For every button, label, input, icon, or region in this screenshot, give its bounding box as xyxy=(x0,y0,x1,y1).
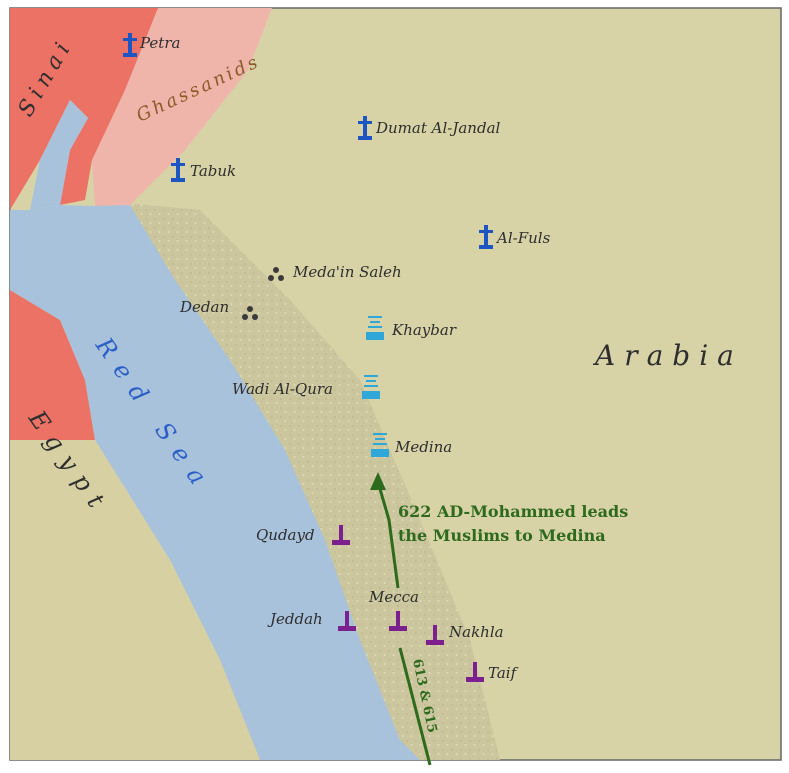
place-label-nakhla: Nakhla xyxy=(449,623,504,641)
region-arabia: Arabia xyxy=(592,339,743,372)
pagan-shrine-icon xyxy=(332,525,350,545)
ghassanids-region xyxy=(92,8,272,206)
place-label-taif: Taif xyxy=(488,664,517,682)
pagan-shrine-icon xyxy=(466,662,484,682)
gulf-of-suez xyxy=(30,100,88,210)
ruins-icon xyxy=(242,306,258,320)
egypt-desert xyxy=(10,440,260,760)
place-label-medain-saleh: Meda'in Saleh xyxy=(293,263,402,281)
tower-icon xyxy=(366,316,384,340)
place-label-wadi-al-qura: Wadi Al-Qura xyxy=(232,380,333,398)
place-label-khaybar: Khaybar xyxy=(392,321,456,339)
pagan-shrine-icon xyxy=(389,611,407,631)
egypt-region xyxy=(10,290,95,440)
place-label-tabuk: Tabuk xyxy=(190,162,237,180)
route-arrowhead-icon xyxy=(370,472,386,490)
ruins-icon xyxy=(268,267,284,281)
red-sea xyxy=(10,205,420,760)
place-label-jeddah: Jeddah xyxy=(270,610,323,628)
pagan-shrine-icon xyxy=(338,611,356,631)
sinai-region xyxy=(10,8,158,210)
hijra-route-line xyxy=(376,481,400,589)
place-label-qudayd: Qudayd xyxy=(256,526,315,544)
tower-icon xyxy=(362,375,380,399)
abyssinia-route-line xyxy=(398,647,432,766)
place-label-al-fuls: Al-Fuls xyxy=(497,229,551,247)
cross-icon xyxy=(479,225,493,249)
pagan-shrine-icon xyxy=(426,625,444,645)
place-label-mecca: Mecca xyxy=(369,588,419,606)
cross-icon xyxy=(123,33,137,57)
cross-icon xyxy=(171,158,185,182)
place-label-dedan: Dedan xyxy=(180,298,230,316)
tower-icon xyxy=(371,433,389,457)
hijra-annotation-line-1: 622 AD-Mohammed leads xyxy=(398,502,628,521)
place-label-dumat-al-jandal: Dumat Al-Jandal xyxy=(376,119,501,137)
cross-icon xyxy=(358,116,372,140)
place-label-medina: Medina xyxy=(395,438,453,456)
hijra-annotation-line-2: the Muslims to Medina xyxy=(398,526,606,545)
place-label-petra: Petra xyxy=(140,34,181,52)
